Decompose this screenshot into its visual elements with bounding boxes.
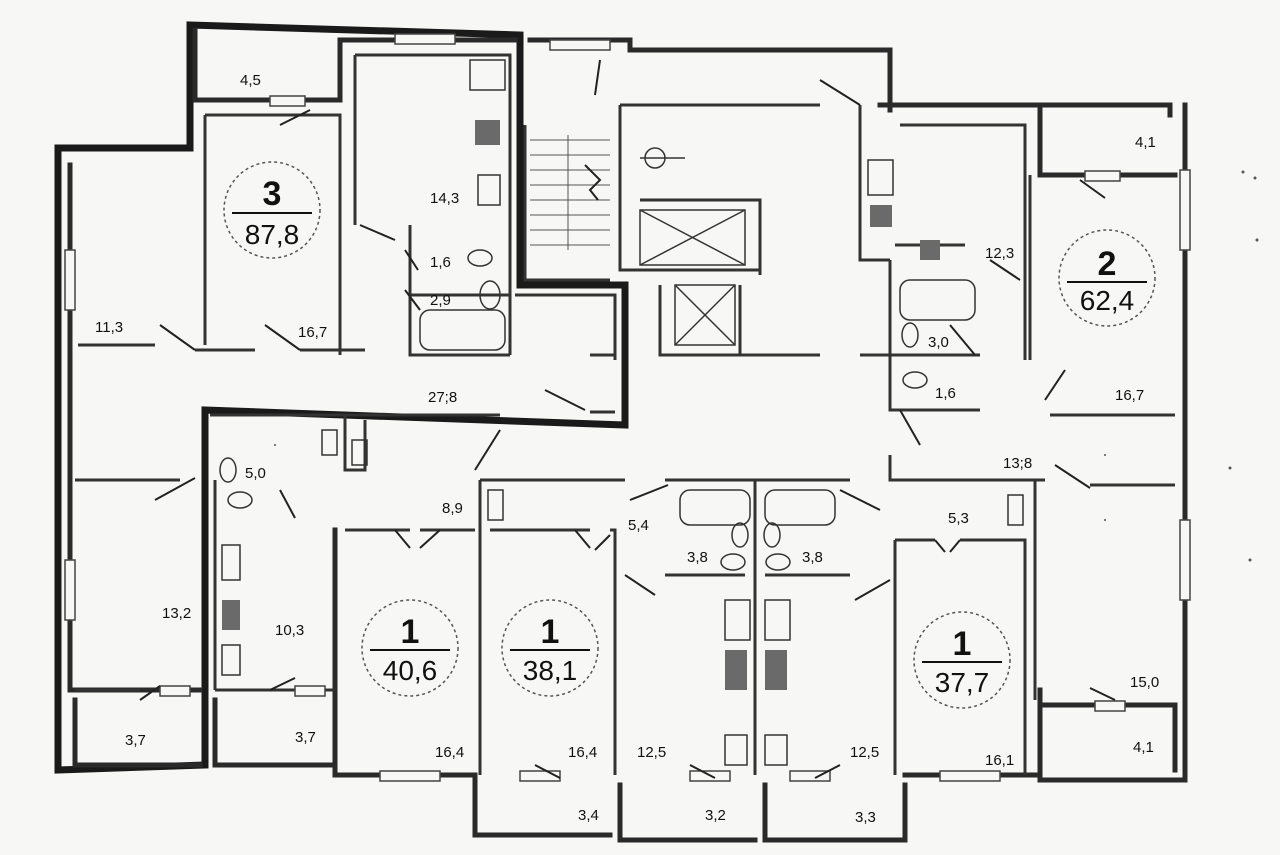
room-area: 8,9 — [442, 500, 463, 517]
elevator-shafts — [639, 147, 746, 346]
room-area: 16,1 — [985, 752, 1014, 769]
room-area: 16,7 — [1115, 387, 1144, 404]
apartment-2-area: 62,4 — [1080, 285, 1135, 316]
apartment-1a-area: 40,6 — [383, 655, 438, 686]
apartment-1b-area: 38,1 — [523, 655, 578, 686]
apartment-1a-marker: 1 40,6 — [361, 599, 459, 697]
apartment-1b-marker: 1 38,1 — [501, 599, 599, 697]
interior-walls — [75, 53, 1175, 775]
room-area: 3,2 — [705, 807, 726, 824]
room-area: 1,6 — [935, 385, 956, 402]
room-area: 3,8 — [802, 549, 823, 566]
apartment-1c-rooms: 1 — [953, 625, 972, 663]
windows — [64, 33, 1191, 782]
room-area: 12,5 — [637, 744, 666, 761]
room-area: 5,0 — [245, 465, 266, 482]
room-area: 11,3 — [95, 319, 123, 336]
apartment-3-rooms: 3 — [263, 175, 282, 213]
room-area: 16,4 — [435, 744, 464, 761]
plumbing-fixtures — [219, 59, 1024, 766]
apartment-1a-rooms: 1 — [401, 613, 420, 651]
room-area: 3,8 — [687, 549, 708, 566]
apartment-3-marker: 3 87,8 — [223, 161, 321, 259]
room-area: 4,1 — [1135, 134, 1156, 151]
apartment-1c-marker: 1 37,7 — [913, 611, 1011, 709]
doors — [139, 59, 1116, 779]
room-area: 3,3 — [855, 809, 876, 826]
room-area: 13;8 — [1003, 455, 1032, 472]
room-area: 1,6 — [430, 254, 451, 271]
room-area: 5,4 — [628, 517, 649, 534]
apartment-3-area: 87,8 — [245, 219, 300, 250]
room-area-labels: 4,5 14,3 1,6 2,9 11,3 16,7 27;8 4,1 12,3… — [95, 72, 1159, 826]
room-area: 2,9 — [430, 292, 451, 309]
apartment-3-outline — [54, 21, 629, 774]
room-area: 12,5 — [850, 744, 879, 761]
room-area: 5,3 — [948, 510, 969, 527]
apartment-2-marker: 2 62,4 — [1058, 229, 1156, 327]
room-area: 15,0 — [1130, 674, 1159, 691]
apartment-1c-area: 37,7 — [935, 667, 990, 698]
room-area: 14,3 — [430, 190, 459, 207]
exterior-walls — [67, 27, 1188, 843]
room-area: 3,0 — [928, 334, 949, 351]
apartment-2-rooms: 2 — [1098, 245, 1117, 283]
room-area: 3,7 — [125, 732, 146, 749]
room-area: 3,7 — [295, 729, 316, 746]
room-area: 27;8 — [428, 389, 457, 406]
room-area: 13,2 — [162, 605, 191, 622]
room-area: 16,7 — [298, 324, 327, 341]
room-area: 4,5 — [240, 72, 261, 89]
room-area: 16,4 — [568, 744, 597, 761]
apartment-1b-rooms: 1 — [541, 613, 560, 651]
stairwell — [530, 135, 610, 250]
room-area: 10,3 — [275, 622, 304, 639]
room-area: 3,4 — [578, 807, 599, 824]
room-area: 12,3 — [985, 245, 1014, 262]
room-area: 4,1 — [1133, 739, 1154, 756]
scan-noise — [274, 170, 1259, 562]
